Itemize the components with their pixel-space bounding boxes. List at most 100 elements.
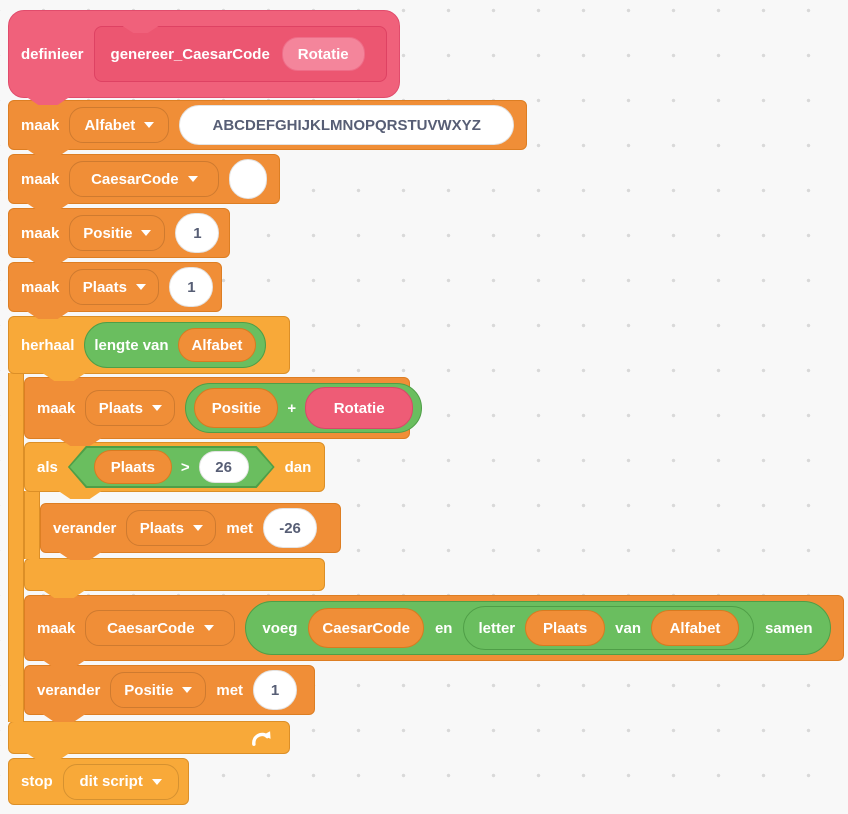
dropdown-arrow-icon — [151, 405, 162, 411]
change-keyword-label: verander — [53, 519, 117, 537]
variable-dropdown-plaats[interactable]: Plaats — [126, 510, 217, 546]
set-variable-block-positie[interactable]: maak Positie 1 — [8, 208, 230, 265]
variable-reporter-alfabet[interactable]: Alfabet — [177, 328, 257, 362]
variable-dropdown-plaats[interactable]: Plaats — [69, 269, 160, 305]
value-input-one[interactable]: 1 — [175, 213, 220, 253]
dropdown-arrow-icon — [203, 625, 214, 631]
dropdown-value: Positie — [124, 681, 174, 699]
if-keyword-label: als — [37, 458, 58, 476]
dropdown-value: CaesarCode — [91, 170, 179, 188]
value-input-one[interactable]: 1 — [253, 670, 298, 710]
prototype-notch — [122, 26, 159, 33]
block-tab — [25, 752, 71, 761]
variable-reporter-caesarcode[interactable]: CaesarCode — [308, 608, 424, 648]
dropdown-arrow-icon — [192, 525, 203, 531]
dropdown-arrow-icon — [144, 122, 155, 128]
repeat-block-bottom[interactable] — [8, 721, 290, 761]
value-input-26[interactable]: 26 — [199, 451, 249, 483]
define-keyword-label: definieer — [21, 45, 84, 63]
set-keyword-label: maak — [37, 619, 76, 637]
variable-dropdown-positie[interactable]: Positie — [110, 672, 207, 708]
variable-reporter-plaats[interactable]: Plaats — [94, 450, 172, 484]
dropdown-arrow-icon — [151, 778, 162, 785]
if-block-top[interactable]: als Plaats > 26 dan — [24, 442, 325, 499]
stop-block[interactable]: stop dit script — [8, 758, 189, 805]
dropdown-value: Alfabet — [84, 116, 136, 134]
block-tab — [25, 202, 71, 211]
block-tab — [41, 659, 87, 668]
stop-option-dropdown[interactable]: dit script — [62, 763, 179, 800]
block-tab — [25, 96, 71, 105]
variable-dropdown-alfabet[interactable]: Alfabet — [69, 107, 170, 143]
set-variable-block-alfabet[interactable]: maak Alfabet ABCDEFGHIJKLMNOPQRSTUVWXYZ — [8, 100, 527, 157]
length-of-reporter[interactable]: lengte van Alfabet — [84, 322, 267, 368]
block-tab — [57, 437, 103, 446]
change-keyword-label: verander — [37, 681, 101, 699]
parameter-label: Rotatie — [297, 45, 349, 63]
procedure-name-label: genereer_CaesarCode — [110, 45, 270, 63]
value-input-minus26[interactable]: -26 — [263, 508, 318, 548]
set-variable-block-caesarcode[interactable]: maak CaesarCode — [8, 154, 280, 211]
dropdown-arrow-icon — [141, 230, 152, 236]
set-keyword-label: maak — [21, 170, 60, 188]
set-variable-block-caesarcode-join[interactable]: maak CaesarCode voeg CaesarCode en lette… — [24, 595, 844, 668]
set-keyword-label: maak — [37, 399, 76, 417]
dropdown-arrow-icon — [182, 687, 193, 693]
loop-arrow-icon — [252, 731, 271, 746]
variable-reporter-alfabet[interactable]: Alfabet — [651, 610, 739, 646]
change-variable-block-plaats[interactable]: verander Plaats met -26 — [40, 503, 341, 560]
parameter-reporter-rotatie[interactable]: Rotatie — [281, 37, 365, 71]
letter-of-operator-block[interactable]: letter Plaats van Alfabet — [463, 606, 754, 650]
set-variable-block-plaats-sum[interactable]: maak Plaats Positie + Rotatie — [24, 377, 423, 446]
variable-dropdown-caesarcode[interactable]: CaesarCode — [85, 610, 236, 646]
dropdown-arrow-icon — [187, 176, 198, 182]
addition-operator-block[interactable]: Positie + Rotatie — [185, 383, 423, 433]
if-block-bottom[interactable] — [24, 558, 325, 598]
greater-than-label: > — [180, 458, 190, 476]
repeat-block-left-wall[interactable] — [8, 373, 24, 722]
variable-reporter-plaats[interactable]: Plaats — [525, 610, 606, 646]
then-keyword-label: dan — [284, 458, 312, 476]
dropdown-arrow-icon — [135, 284, 146, 290]
greater-than-boolean-block[interactable]: Plaats > 26 — [68, 446, 275, 488]
value-input-alphabet[interactable]: ABCDEFGHIJKLMNOPQRSTUVWXYZ — [179, 105, 514, 145]
procedure-prototype-block[interactable]: genereer_CaesarCode Rotatie — [93, 26, 387, 82]
repeat-block-top[interactable]: herhaal lengte van Alfabet — [8, 316, 290, 381]
dropdown-value: Plaats — [139, 519, 184, 537]
set-variable-block-plaats[interactable]: maak Plaats 1 — [8, 262, 222, 319]
change-variable-block-positie[interactable]: verander Positie met 1 — [24, 665, 315, 722]
parameter-reporter-rotatie[interactable]: Rotatie — [305, 387, 414, 429]
dropdown-value: Positie — [83, 224, 133, 242]
by-keyword-label: met — [216, 681, 244, 699]
if-block-left-wall[interactable] — [24, 491, 40, 559]
block-tab — [41, 589, 87, 598]
dropdown-value: CaesarCode — [107, 619, 195, 637]
of-keyword-label: van — [615, 619, 641, 637]
block-tab — [41, 372, 87, 381]
stop-keyword-label: stop — [21, 773, 53, 790]
join-prefix-label: voeg — [262, 619, 298, 637]
join-operator-block[interactable]: voeg CaesarCode en letter Plaats van Alf… — [245, 601, 831, 655]
define-hat-block[interactable]: definieer genereer_CaesarCode Rotatie — [8, 10, 400, 105]
block-tab — [57, 551, 103, 560]
variable-dropdown-plaats[interactable]: Plaats — [85, 390, 176, 426]
dropdown-value: Plaats — [82, 278, 127, 296]
join-suffix-label: samen — [765, 619, 813, 637]
block-tab — [25, 148, 71, 157]
block-tab — [25, 310, 71, 319]
block-tab — [57, 490, 103, 499]
set-keyword-label: maak — [21, 116, 60, 134]
value-input-one[interactable]: 1 — [169, 267, 214, 307]
set-keyword-label: maak — [21, 224, 60, 242]
variable-reporter-positie[interactable]: Positie — [194, 388, 279, 428]
variable-dropdown-caesarcode[interactable]: CaesarCode — [69, 161, 220, 197]
value-input-empty[interactable] — [229, 159, 267, 199]
dropdown-value: Plaats — [98, 399, 143, 417]
join-conjunction-label: en — [434, 619, 453, 637]
variable-dropdown-positie[interactable]: Positie — [69, 215, 166, 251]
letter-keyword-label: letter — [478, 619, 516, 637]
dropdown-value: dit script — [79, 773, 143, 790]
set-keyword-label: maak — [21, 278, 60, 296]
repeat-keyword-label: herhaal — [21, 336, 75, 354]
